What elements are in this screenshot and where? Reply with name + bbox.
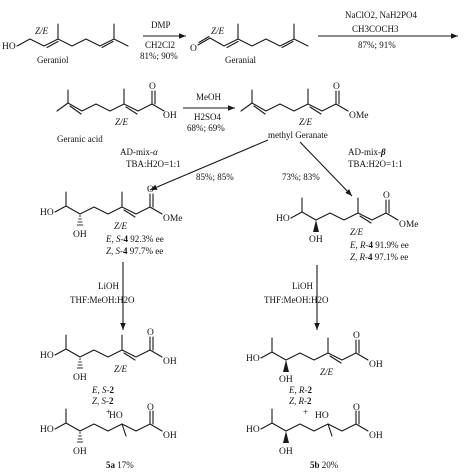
right-ester-line2: Z, R-4 97.1% ee xyxy=(350,252,408,262)
methyl-geranate-name: methyl Geranate xyxy=(268,130,328,140)
step4-right-reagent: AD-mix-β xyxy=(348,147,386,157)
step4-left-arrow: AD-mix-α TBA:H2O=1:1 85%; 85% xyxy=(120,139,269,191)
step5-right-arrow: LiOH THF:MeOH:H2O xyxy=(264,265,329,330)
5a-hash-bond xyxy=(76,432,84,443)
left-diol-ester-structure: HO OH O OMe Z/E E, S-4 92.3% ee Z, S-4 9… xyxy=(40,185,183,256)
step3-reagent: MeOH xyxy=(196,92,221,102)
5b-carbonyl-o: O xyxy=(353,403,360,413)
left-ester-line2: Z, S-4 97.7% ee xyxy=(106,246,163,256)
right-acid-line2: Z, R-2 xyxy=(289,396,312,406)
step4-left-solvent: TBA:H2O=1:1 xyxy=(126,159,181,169)
methyl-geranate-structure: O OMe Z/E methyl Geranate xyxy=(240,82,369,140)
right-ester-ze: Z/E xyxy=(350,227,364,237)
5a-oh-lower: OH xyxy=(73,447,87,457)
right-plus-sign: + xyxy=(303,407,308,417)
right-ester-line1: E, R-4 91.9% ee xyxy=(349,240,409,250)
left-ester-oh: OH xyxy=(73,230,87,240)
5b-oh-lower: OH xyxy=(279,447,293,457)
step1-solvent: CH2Cl2 xyxy=(145,40,175,50)
byproduct-5b-structure: HO OH HO O OH 5b 20% xyxy=(246,403,383,470)
step4-left-yield: 85%; 85% xyxy=(196,172,234,182)
right-acid-oh2: OH xyxy=(279,375,293,385)
right-ester-wedge-bond xyxy=(313,220,319,232)
step3-yield: 68%; 69% xyxy=(187,123,225,133)
byproduct-5a-structure: HO OH HO O OH 5a 17% xyxy=(40,403,177,470)
step2-arrow: NaClO2, NaH2PO4 CH3COCH3 87%; 91% xyxy=(318,10,458,50)
step3-solvent: H2SO4 xyxy=(194,112,222,122)
right-diol-acid-structure: HO OH O OH Z/E E, R-2 Z, R-2 + xyxy=(246,331,383,417)
geraniol-structure: HO Z/E Geraniol xyxy=(2,23,129,65)
step1-arrow: DMP CH2Cl2 81%; 90% xyxy=(140,20,186,61)
5a-oh-acid: OH xyxy=(163,431,177,441)
geraniol-ho-label: HO xyxy=(2,42,16,52)
step2-yield: 87%; 91% xyxy=(358,40,396,50)
5a-label: 5a 17% xyxy=(106,460,134,470)
step2-solvent: CH3COCH3 xyxy=(352,24,399,34)
5b-ho-tertiary: HO xyxy=(315,411,329,421)
5b-wedge-bond xyxy=(283,431,289,443)
left-diol-acid-structure: HO OH O OH Z/E E, S-2 Z, S-2 + xyxy=(40,328,177,417)
acid-carbonyl-o: O xyxy=(149,82,156,92)
geranial-name: Geranial xyxy=(225,55,256,65)
right-acid-ze: Z/E xyxy=(320,367,334,377)
ester-ome-label: OMe xyxy=(349,111,369,121)
geraniol-ze-label: Z/E xyxy=(35,26,49,36)
left-ester-ze: Z/E xyxy=(114,221,128,231)
step3-arrow: MeOH H2SO4 68%; 69% xyxy=(183,92,235,133)
acid-oh-label: OH xyxy=(163,111,177,121)
geranic-acid-name: Geranic acid xyxy=(57,134,103,144)
step1-yield: 81%; 90% xyxy=(140,51,178,61)
step2-reagent: NaClO2, NaH2PO4 xyxy=(345,10,417,20)
step1-reagent: DMP xyxy=(151,20,171,30)
acid-ze-label: Z/E xyxy=(115,117,129,127)
left-acid-line2: Z, S-2 xyxy=(92,396,114,406)
5b-ho-left: HO xyxy=(246,425,260,435)
geranial-ze-label: Z/E xyxy=(211,26,225,36)
left-ester-line1: E, S-4 92.3% ee xyxy=(105,234,164,244)
geranic-acid-structure: O OH Z/E Geranic acid xyxy=(56,82,177,144)
left-plus-sign: + xyxy=(106,407,111,417)
right-ester-ome: OMe xyxy=(399,220,419,230)
left-acid-oh2: OH xyxy=(73,373,87,383)
left-acid-carbonyl-o: O xyxy=(147,328,154,338)
right-acid-wedge-bond xyxy=(283,360,289,372)
right-ester-oh: OH xyxy=(309,235,323,245)
ester-carbonyl-o: O xyxy=(333,82,340,92)
step4-right-yield: 73%; 83% xyxy=(282,172,320,182)
right-diol-ester-structure: HO OH O OMe Z/E E, R-4 91.9% ee Z, R-4 9… xyxy=(276,191,419,262)
left-acid-hash-bond xyxy=(76,358,84,369)
step5-right-solvent: THF:MeOH:H2O xyxy=(264,295,329,305)
left-acid-oh: OH xyxy=(163,357,177,367)
step5-right-reagent: LiOH xyxy=(292,281,313,291)
left-ester-carbonyl-o: O xyxy=(147,185,154,195)
left-acid-ze: Z/E xyxy=(114,364,128,374)
geranial-o-label: O xyxy=(190,44,197,54)
geranial-structure: O Z/E Geranial xyxy=(190,23,309,65)
left-acid-ho: HO xyxy=(40,351,54,361)
right-ester-carbonyl-o: O xyxy=(383,191,390,201)
ester-ze-label: Z/E xyxy=(299,117,313,127)
right-acid-line1: E, R-2 xyxy=(288,385,313,395)
left-ester-ho: HO xyxy=(40,208,54,218)
geraniol-name: Geraniol xyxy=(37,55,69,65)
right-acid-ho: HO xyxy=(246,354,260,364)
step5-left-arrow: LiOH THF:MeOH:H2O xyxy=(70,262,135,330)
left-ester-hash-bond xyxy=(76,215,84,226)
5a-ho-tertiary: HO xyxy=(109,411,123,421)
5b-label: 5b 20% xyxy=(310,460,339,470)
5a-carbonyl-o: O xyxy=(147,403,154,413)
step4-right-solvent: TBA:H2O=1:1 xyxy=(348,159,403,169)
5b-oh-acid: OH xyxy=(369,431,383,441)
right-acid-carbonyl-o: O xyxy=(353,331,360,341)
right-ester-ho: HO xyxy=(276,214,290,224)
step4-right-arrow: AD-mix-β TBA:H2O=1:1 73%; 83% xyxy=(282,141,403,197)
left-ester-ome: OMe xyxy=(163,214,183,224)
left-acid-line1: E, S-2 xyxy=(91,385,115,395)
step5-left-solvent: THF:MeOH:H2O xyxy=(70,295,135,305)
5a-ho-left: HO xyxy=(40,425,54,435)
step4-left-reagent: AD-mix-α xyxy=(120,147,158,157)
step5-left-reagent: LiOH xyxy=(98,281,119,291)
right-acid-oh: OH xyxy=(369,360,383,370)
